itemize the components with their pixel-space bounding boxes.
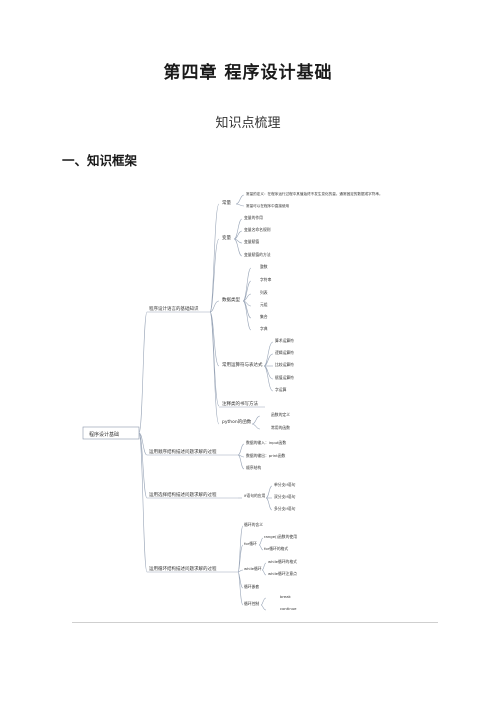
link-if-3 bbox=[265, 497, 273, 511]
link-root-b3 bbox=[138, 432, 148, 499]
node-nested-loop: 循环嵌套 bbox=[244, 584, 259, 589]
leaf-op-arith: 算术运算符 bbox=[275, 338, 294, 343]
leaf-variable-purpose: 变量的作用 bbox=[244, 215, 263, 220]
leaf-constant-definition: 常量的定义：在程序运行过程中其值始终不发生变化的量。通常固定的数据或字符串。 bbox=[246, 191, 383, 196]
leaf-if-multi: 多分支if语句 bbox=[274, 506, 296, 511]
leaf-variable-assign: 变量赋值 bbox=[244, 239, 259, 244]
leaf-func-define: 函数的定义 bbox=[271, 412, 290, 417]
link-if-1 bbox=[265, 485, 273, 499]
leaf-type-string: 字符串 bbox=[260, 277, 272, 282]
branch-sequence: 运用顺序结构描述问题求解的过程 bbox=[149, 448, 217, 455]
leaf-continue: continue bbox=[280, 606, 297, 611]
leaf-while-notes: while循环注意点 bbox=[268, 571, 297, 576]
link-root-b4 bbox=[138, 432, 148, 573]
link-b4-def bbox=[237, 525, 244, 573]
link-variable-2 bbox=[233, 230, 243, 240]
leaf-type-list: 列表 bbox=[260, 290, 268, 295]
link-b1-comment bbox=[209, 311, 220, 407]
link-datatype-3 bbox=[242, 293, 252, 302]
node-for-loop: for循环 bbox=[244, 541, 257, 546]
leaf-range-func: range()函数的使用 bbox=[264, 534, 297, 539]
node-variable: 变量 bbox=[222, 234, 231, 241]
node-operators: 常用运算符与表达式 bbox=[222, 361, 263, 368]
leaf-variable-assign-method: 变量赋值的方法 bbox=[244, 252, 271, 257]
link-root-b2 bbox=[138, 432, 148, 456]
link-b1-python bbox=[209, 311, 220, 425]
link-variable-1 bbox=[233, 218, 243, 240]
leaf-type-tuple: 元组 bbox=[260, 302, 268, 307]
leaf-type-set: 集合 bbox=[260, 314, 268, 319]
link-constant-2 bbox=[235, 203, 245, 207]
node-python-func: python的函数 bbox=[222, 418, 252, 425]
leaf-op-compare: 比较运算符 bbox=[275, 362, 294, 367]
leaf-op-str: 字运算 bbox=[275, 387, 287, 392]
link-operators-2 bbox=[263, 353, 274, 367]
node-datatype: 数据类型 bbox=[222, 296, 240, 303]
leaf-type-integer: 整数 bbox=[260, 264, 268, 269]
link-b1-variable bbox=[209, 238, 220, 313]
link-pyfunc-2 bbox=[251, 423, 261, 430]
link-b1-datatype bbox=[209, 300, 220, 313]
leaf-constant-usage: 常量可以在程序中直接使用 bbox=[246, 203, 290, 208]
link-b2-1 bbox=[237, 443, 245, 456]
link-datatype-2 bbox=[242, 280, 252, 302]
link-b2-3 bbox=[237, 454, 245, 470]
root-node: 程序设计基础 bbox=[89, 431, 119, 438]
link-b4-for bbox=[237, 544, 244, 573]
link-operators-1 bbox=[263, 341, 274, 367]
node-loop-control: 循环控制 bbox=[244, 601, 259, 606]
link-while-1 bbox=[261, 562, 267, 571]
link-operators-5 bbox=[263, 365, 274, 392]
link-for-2 bbox=[258, 544, 264, 551]
link-pyfunc-1 bbox=[251, 415, 261, 425]
node-while-loop: while循环 bbox=[244, 566, 262, 571]
leaf-while-format: while循环的格式 bbox=[268, 559, 297, 564]
leaf-print-func: 数据的输出：print函数 bbox=[246, 453, 285, 458]
branch-basics: 程序设计语言的基础知识 bbox=[149, 305, 199, 312]
node-loop-definition: 循环的含义 bbox=[244, 522, 263, 527]
leaf-for-format: for循环的格式 bbox=[264, 546, 288, 551]
leaf-if-single: 单分支if语句 bbox=[274, 482, 296, 487]
link-for-1 bbox=[258, 537, 264, 546]
page-title: 第四章 程序设计基础 bbox=[163, 63, 333, 83]
link-variable-4 bbox=[233, 238, 243, 257]
leaf-op-logic: 逻辑运算符 bbox=[275, 350, 294, 355]
branch-loop: 运用循环结构描述问题求解的过程 bbox=[149, 565, 217, 572]
link-while-2 bbox=[261, 569, 267, 576]
leaf-func-common: 常用的函数 bbox=[271, 425, 290, 430]
node-constant: 常量 bbox=[222, 199, 231, 206]
leaf-break: break bbox=[280, 594, 292, 599]
subtitle: 知识点梳理 bbox=[215, 116, 281, 131]
link-constant-1 bbox=[235, 194, 245, 205]
branch-selection: 运用选择结构描述问题求解的过程 bbox=[149, 491, 217, 498]
section-heading: 一、知识框架 bbox=[62, 153, 138, 168]
node-if-usage: if语句的应用 bbox=[244, 493, 266, 498]
leaf-input-func: 数据的输入：input函数 bbox=[246, 440, 286, 445]
leaf-op-assign: 赋值运算符 bbox=[275, 375, 294, 380]
node-comment: 注释类的书写方法 bbox=[222, 400, 258, 407]
link-b1-constant bbox=[209, 203, 220, 313]
link-control-1 bbox=[260, 597, 267, 606]
divider bbox=[72, 622, 438, 623]
leaf-type-dict: 字典 bbox=[260, 326, 268, 331]
link-b4-control bbox=[237, 571, 244, 606]
link-control-2 bbox=[260, 604, 267, 611]
leaf-sequence: 顺序结构 bbox=[246, 465, 261, 470]
leaf-if-double: 双分支if语句 bbox=[274, 494, 296, 499]
link-datatype-1 bbox=[242, 267, 252, 302]
link-datatype-6 bbox=[242, 300, 252, 331]
link-b4-while bbox=[237, 569, 244, 573]
link-root-b1 bbox=[138, 311, 148, 434]
leaf-variable-naming: 变量名命名规则 bbox=[244, 227, 271, 232]
